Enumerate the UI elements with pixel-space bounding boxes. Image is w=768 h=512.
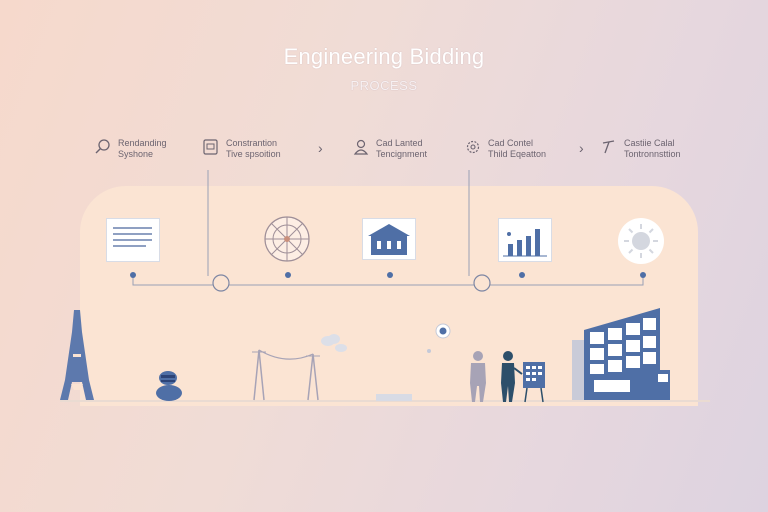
step-dot-1 — [130, 272, 136, 278]
document-icon — [203, 139, 218, 155]
platform-icon — [376, 394, 412, 401]
step-2-line2: Tive spsoition — [226, 149, 281, 159]
magnifier-icon — [95, 139, 110, 154]
chevron-right-icon: › — [318, 140, 323, 156]
presenter-icon — [501, 351, 545, 403]
small-dot-icon — [427, 349, 431, 353]
step-1-line2: Syshone — [118, 149, 154, 159]
pen-icon — [602, 140, 615, 154]
step-5-line2: Tontronnsttion — [624, 149, 681, 159]
sun-icon — [618, 218, 664, 264]
milestone-node-1 — [212, 274, 230, 292]
step-3-line2: Tencignment — [376, 149, 428, 159]
step-dot-3 — [387, 272, 393, 278]
document-card-icon — [106, 218, 160, 262]
diagram-title: Engineering Bidding — [283, 44, 485, 69]
gear-icon — [466, 140, 480, 154]
diagram-subtitle: PROCESS — [350, 78, 418, 93]
tower-icon — [60, 310, 94, 400]
person-icon — [470, 351, 486, 402]
step-dot-4 — [519, 272, 525, 278]
network-globe-icon — [264, 216, 310, 262]
bar-chart-card-icon — [498, 218, 552, 262]
milestone-node-2 — [473, 274, 491, 292]
step-3-line1: Cad Lanted — [376, 138, 423, 148]
step-dot-5 — [640, 272, 646, 278]
office-building-icon — [572, 308, 670, 400]
chevron-right-icon: › — [579, 140, 584, 156]
step-2-line1: Constrantion — [226, 138, 278, 148]
step-5-line1: Castiie Calal — [624, 138, 675, 148]
target-dot-icon — [435, 323, 451, 339]
robot-icon — [156, 371, 182, 401]
power-line-icon — [252, 349, 320, 401]
house-card-icon — [362, 218, 416, 260]
cloud-icon — [321, 334, 347, 352]
user-icon — [353, 139, 369, 155]
step-4-line1: Cad Contel — [488, 138, 534, 148]
step-dot-2 — [285, 272, 291, 278]
step-4-line2: Thild Eqeatton — [488, 149, 547, 159]
timeline-line — [132, 276, 644, 286]
step-1-line1: Rendanding — [118, 138, 167, 148]
